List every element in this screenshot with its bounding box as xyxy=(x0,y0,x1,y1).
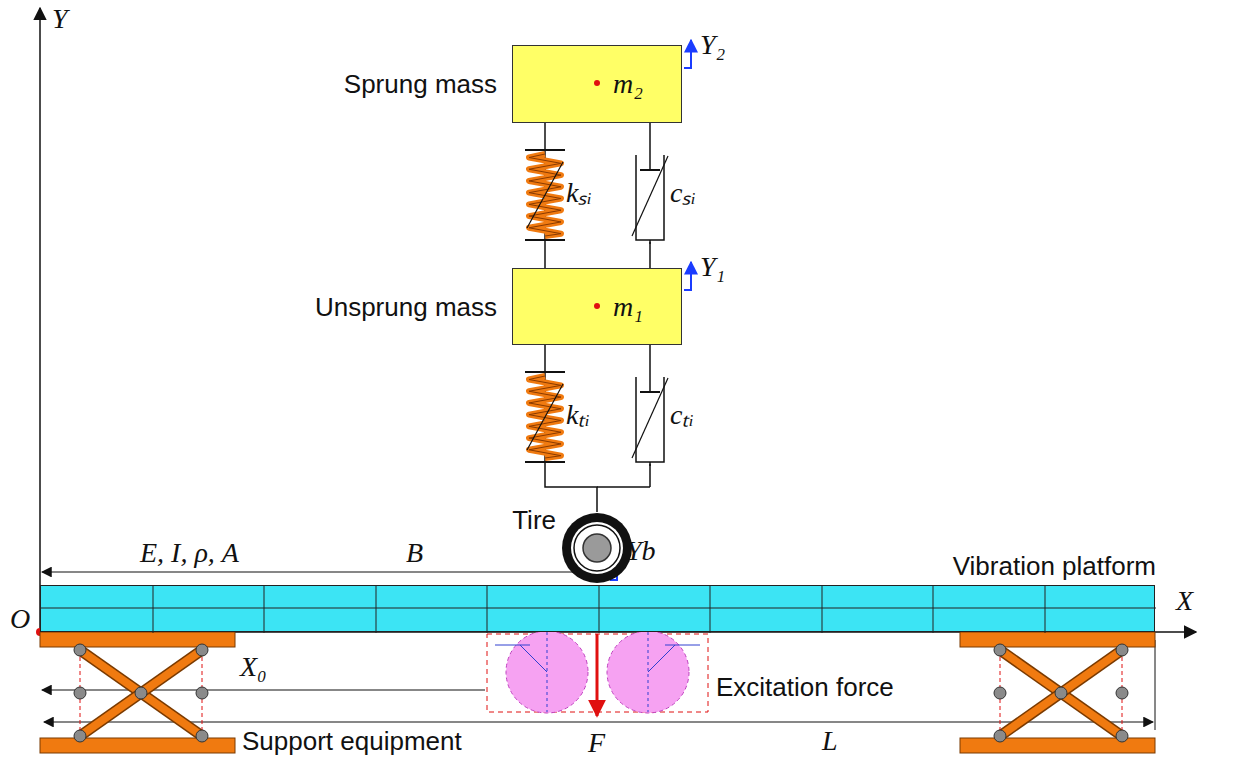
axle-bar xyxy=(597,486,650,488)
pivot xyxy=(135,687,147,699)
damping-label: cₛᵢ xyxy=(670,178,696,208)
eccentric-mass xyxy=(607,631,689,713)
damper-rod xyxy=(649,240,651,244)
axis-label: Y xyxy=(52,4,68,34)
pivot xyxy=(1116,730,1128,742)
mass-block: Unsprung massm₁ xyxy=(512,268,682,345)
scissor-arm xyxy=(1000,650,1122,736)
eccentric-mass xyxy=(506,631,588,713)
spring-plate xyxy=(525,149,565,151)
dimension-x0 xyxy=(42,689,485,690)
pivot xyxy=(994,687,1006,699)
tire-label: Tire xyxy=(512,505,556,536)
damper-piston xyxy=(640,169,660,171)
mass-label: Sprung mass xyxy=(344,69,497,100)
scissor-arm xyxy=(80,650,202,736)
displacement-marker xyxy=(684,40,691,68)
platform-beam: Vibration platform xyxy=(40,585,1155,632)
axis-label: X xyxy=(1176,586,1193,616)
tire-wheel: Tire xyxy=(560,511,634,585)
variable-arrow xyxy=(632,378,668,458)
displacement-label: Yb xyxy=(626,536,656,566)
stiffness-label: kₜᵢ xyxy=(566,400,590,430)
damper-rod xyxy=(649,148,651,170)
material-label: E, I, ρ, A xyxy=(140,538,239,568)
stiffness-label: kₛᵢ xyxy=(566,178,592,208)
force-label: F xyxy=(588,728,605,758)
displacement-label: Y₂ xyxy=(700,30,725,60)
pivot xyxy=(1116,644,1128,656)
pivot xyxy=(994,730,1006,742)
pivot xyxy=(1055,687,1067,699)
variable-arrow xyxy=(632,156,668,236)
scissor-arm xyxy=(80,650,202,736)
variable-arrow xyxy=(527,162,563,228)
extension-line xyxy=(1155,640,1156,730)
pivot xyxy=(74,730,86,742)
damping-label: cₜᵢ xyxy=(670,400,694,430)
excitation-label: Excitation force xyxy=(716,672,894,702)
scissor-arm xyxy=(80,650,202,736)
pivot xyxy=(74,687,86,699)
variable-arrow xyxy=(527,384,563,450)
damper-cylinder xyxy=(636,155,664,240)
y-axis xyxy=(39,8,41,632)
center-dot xyxy=(594,80,600,86)
pivot xyxy=(196,687,208,699)
damper-rod xyxy=(649,462,651,466)
origin-label: O xyxy=(10,604,30,634)
dimension-b xyxy=(42,571,597,572)
scissor-arm xyxy=(1000,650,1122,736)
pivot xyxy=(74,644,86,656)
mass-symbol: m₂ xyxy=(613,68,643,100)
spring-plate xyxy=(525,461,565,463)
dimension-l xyxy=(44,721,1153,722)
scissor-arm xyxy=(1000,650,1122,736)
dimension-label: B xyxy=(406,538,423,568)
tire-outline xyxy=(560,511,634,585)
scissor-arm xyxy=(80,650,202,736)
center-dot xyxy=(594,303,600,309)
damper-cylinder xyxy=(636,377,664,462)
dimension-label: X₀ xyxy=(240,652,267,682)
mass-block: Sprung massm₂ xyxy=(512,45,682,123)
platform-label: Vibration platform xyxy=(953,551,1156,582)
damper-rod xyxy=(649,370,651,392)
displacement-marker xyxy=(684,262,691,290)
displacement-label: Y₁ xyxy=(700,252,725,282)
damper-piston xyxy=(640,391,660,393)
pivot xyxy=(1116,687,1128,699)
dimension-label: L xyxy=(822,726,838,756)
pivot xyxy=(994,644,1006,656)
pivot xyxy=(196,644,208,656)
spring-plate xyxy=(525,239,565,241)
mass-label: Unsprung mass xyxy=(315,291,497,322)
platform-grid xyxy=(41,586,1156,633)
scissor-arm xyxy=(1000,650,1122,736)
spring-plate xyxy=(525,371,565,373)
mass-symbol: m₁ xyxy=(613,291,643,323)
pivot xyxy=(196,730,208,742)
support-label: Support equipment xyxy=(242,726,462,756)
force-arrow xyxy=(596,634,599,716)
